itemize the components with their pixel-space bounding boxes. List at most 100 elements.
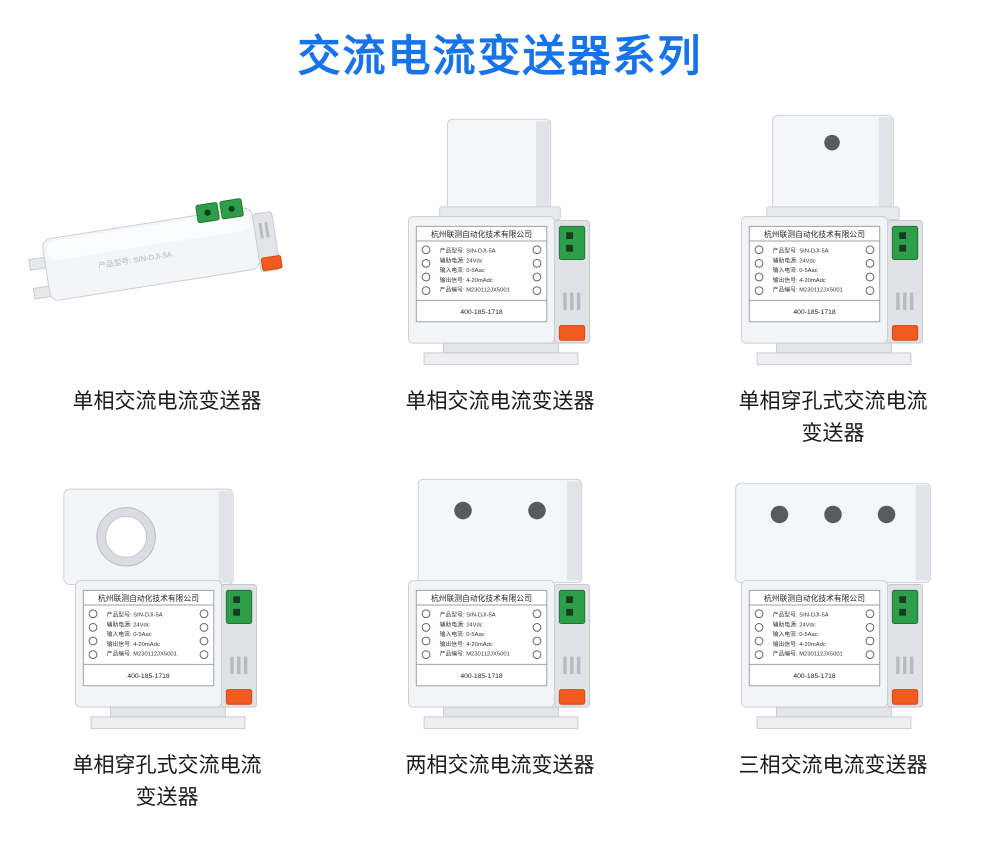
- label-row: 输出信号: 4-20mAdc: [773, 640, 826, 648]
- product-caption: 两相交流电流变送器: [406, 750, 595, 816]
- spec-label: 杭州联测自动化技术有限公司 产品型号: SIN-DJI-5A 辅助电源: 24V…: [748, 225, 881, 323]
- din-foot: [90, 706, 246, 730]
- label-company: 杭州联测自动化技术有限公司: [431, 229, 532, 239]
- sensor-box: [439, 118, 561, 221]
- label-row: 产品型号: SIN-DJI-5A: [440, 247, 496, 255]
- product-card-5: 杭州联测自动化技术有限公司 产品型号: SIN-DJI-5A 辅助电源: 24V…: [334, 458, 667, 816]
- product-image-three-phase: 杭州联测自动化技术有限公司 产品型号: SIN-DJI-5A 辅助电源: 24V…: [679, 458, 987, 750]
- product-card-1: 产品型号: SIN-DJI-5A: [1, 94, 334, 452]
- din-clip-orange: [558, 689, 586, 705]
- product-card-6: 杭州联测自动化技术有限公司 产品型号: SIN-DJI-5A 辅助电源: 24V…: [667, 458, 1000, 816]
- label-row: 产品编号: M230112JX5001: [773, 650, 843, 658]
- din-clip-orange: [260, 255, 283, 272]
- product-image-two-phase: 杭州联测自动化技术有限公司 产品型号: SIN-DJI-5A 辅助电源: 24V…: [346, 458, 654, 750]
- product-caption: 单相交流电流变送器: [73, 386, 262, 452]
- din-clip-orange: [225, 689, 253, 705]
- din-clip-orange: [891, 689, 919, 705]
- vent-slits: [896, 656, 914, 675]
- vent-slits: [230, 656, 248, 675]
- label-row: 产品编号: M230112JX5001: [773, 286, 843, 294]
- caption-line-1: 单相交流电流变送器: [405, 390, 595, 413]
- through-hole-1: [454, 501, 472, 520]
- through-hole-3: [877, 505, 896, 524]
- label-row: 产品型号: SIN-DJI-5A: [440, 611, 496, 619]
- terminal-number-circles: [421, 245, 542, 295]
- label-hotline: 400-185-1718: [793, 673, 836, 680]
- din-clip-orange: [558, 325, 586, 341]
- through-hole-2: [528, 501, 546, 520]
- din-foot: [423, 706, 579, 730]
- terminal-number-circles: [754, 609, 875, 659]
- caption-line-1: 单相交流电流变送器: [72, 390, 262, 413]
- module-body: 产品型号: SIN-DJI-5A: [42, 207, 260, 301]
- vent-slits: [563, 656, 581, 675]
- label-row: 产品编号: M230112JX5001: [440, 650, 510, 658]
- caption-line-2: 变送器: [801, 421, 865, 445]
- product-caption: 三相交流电流变送器: [739, 750, 928, 816]
- terminal-block-green: [891, 589, 919, 624]
- spec-label: 杭州联测自动化技术有限公司 产品型号: SIN-DJI-5A 辅助电源: 24V…: [748, 589, 881, 687]
- caption-line-1: 三相交流电流变送器: [738, 754, 928, 777]
- label-row: 辅助电源: 24Vdc: [440, 620, 483, 628]
- terminal-number-circles: [754, 245, 875, 295]
- spec-label: 杭州联测自动化技术有限公司 产品型号: SIN-DJI-5A 辅助电源: 24V…: [415, 589, 548, 687]
- product-image-single-phase-vertical: 杭州联测自动化技术有限公司 产品型号: SIN-DJI-5A 辅助电源: 24V…: [346, 94, 654, 386]
- sensor-box: [417, 478, 583, 584]
- label-row: 辅助电源: 24Vdc: [440, 256, 483, 264]
- label-row: 辅助电源: 24Vdc: [773, 620, 816, 628]
- label-hotline: 400-185-1718: [793, 309, 836, 316]
- product-grid: 产品型号: SIN-DJI-5A: [0, 90, 1000, 816]
- spec-label: 杭州联测自动化技术有限公司 产品型号: SIN-DJI-5A 辅助电源: 24V…: [415, 225, 548, 323]
- transmitter-horizontal-illustration: 产品型号: SIN-DJI-5A: [28, 198, 283, 301]
- caption-line-2: 变送器: [135, 785, 199, 809]
- through-hole: [105, 515, 148, 558]
- label-row: 产品编号: M230112JX5001: [107, 650, 177, 658]
- din-foot: [423, 342, 579, 366]
- label-hotline: 400-185-1718: [460, 673, 503, 680]
- product-image-single-phase-horizontal: 产品型号: SIN-DJI-5A: [13, 94, 321, 386]
- label-row: 辅助电源: 24Vdc: [107, 620, 150, 628]
- terminal-number-circles: [88, 609, 209, 659]
- product-card-3: 杭州联测自动化技术有限公司 产品型号: SIN-DJI-5A 辅助电源: 24V…: [667, 94, 1000, 452]
- din-foot: [756, 342, 912, 366]
- spec-label: 杭州联测自动化技术有限公司 产品型号: SIN-DJI-5A 辅助电源: 24V…: [82, 589, 215, 687]
- through-hole: [824, 134, 840, 151]
- sensor-box: [766, 114, 900, 221]
- product-caption: 单相穿孔式交流电流 变送器: [73, 750, 262, 816]
- label-row: 输出信号: 4-20mAdc: [773, 276, 826, 284]
- caption-line-1: 单相穿孔式交流电流: [738, 390, 928, 413]
- page-title: 交流电流变送器系列: [297, 33, 703, 81]
- label-hotline: 400-185-1718: [127, 673, 170, 680]
- product-image-through-hole-large: 杭州联测自动化技术有限公司 产品型号: SIN-DJI-5A 辅助电源: 24V…: [13, 458, 321, 750]
- label-row: 辅助电源: 24Vdc: [773, 256, 816, 264]
- sensor-box: [735, 482, 931, 584]
- label-row: 输入电流: 0-5Aac: [773, 266, 818, 274]
- label-row: 输出信号: 4-20mAdc: [440, 640, 493, 648]
- transmitter-three-phase-illustration: 杭州联测自动化技术有限公司 产品型号: SIN-DJI-5A 辅助电源: 24V…: [735, 482, 931, 730]
- product-image-through-hole-small: 杭州联测自动化技术有限公司 产品型号: SIN-DJI-5A 辅助电源: 24V…: [679, 94, 987, 386]
- sensor-box: [63, 488, 234, 586]
- label-row: 产品型号: SIN-DJI-5A: [773, 247, 829, 255]
- label-row: 输入电流: 0-5Aac: [773, 630, 818, 638]
- label-row: 产品型号: SIN-DJI-5A: [773, 611, 829, 619]
- transmitter-large-hole-illustration: 杭州联测自动化技术有限公司 产品型号: SIN-DJI-5A 辅助电源: 24V…: [63, 488, 258, 730]
- label-row: 输入电流: 0-5Aac: [107, 630, 152, 638]
- din-foot: [756, 706, 912, 730]
- label-company: 杭州联测自动化技术有限公司: [431, 593, 532, 603]
- label-row: 输出信号: 4-20mAdc: [107, 640, 160, 648]
- product-caption: 单相穿孔式交流电流 变送器: [739, 386, 928, 452]
- terminal-block-green: [225, 589, 253, 624]
- product-card-2: 杭州联测自动化技术有限公司 产品型号: SIN-DJI-5A 辅助电源: 24V…: [334, 94, 667, 452]
- through-hole-2: [824, 505, 842, 524]
- vent-slits: [563, 292, 581, 311]
- product-card-4: 杭州联测自动化技术有限公司 产品型号: SIN-DJI-5A 辅助电源: 24V…: [1, 458, 334, 816]
- label-company: 杭州联测自动化技术有限公司: [764, 593, 865, 603]
- label-hotline: 400-185-1718: [460, 309, 503, 316]
- caption-line-1: 单相穿孔式交流电流: [72, 754, 262, 777]
- label-row: 输出信号: 4-20mAdc: [440, 276, 493, 284]
- vent-slits: [896, 292, 914, 311]
- terminal-block-green: [558, 225, 586, 260]
- transmitter-two-phase-illustration: 杭州联测自动化技术有限公司 产品型号: SIN-DJI-5A 辅助电源: 24V…: [408, 478, 591, 730]
- through-hole-1: [770, 505, 789, 524]
